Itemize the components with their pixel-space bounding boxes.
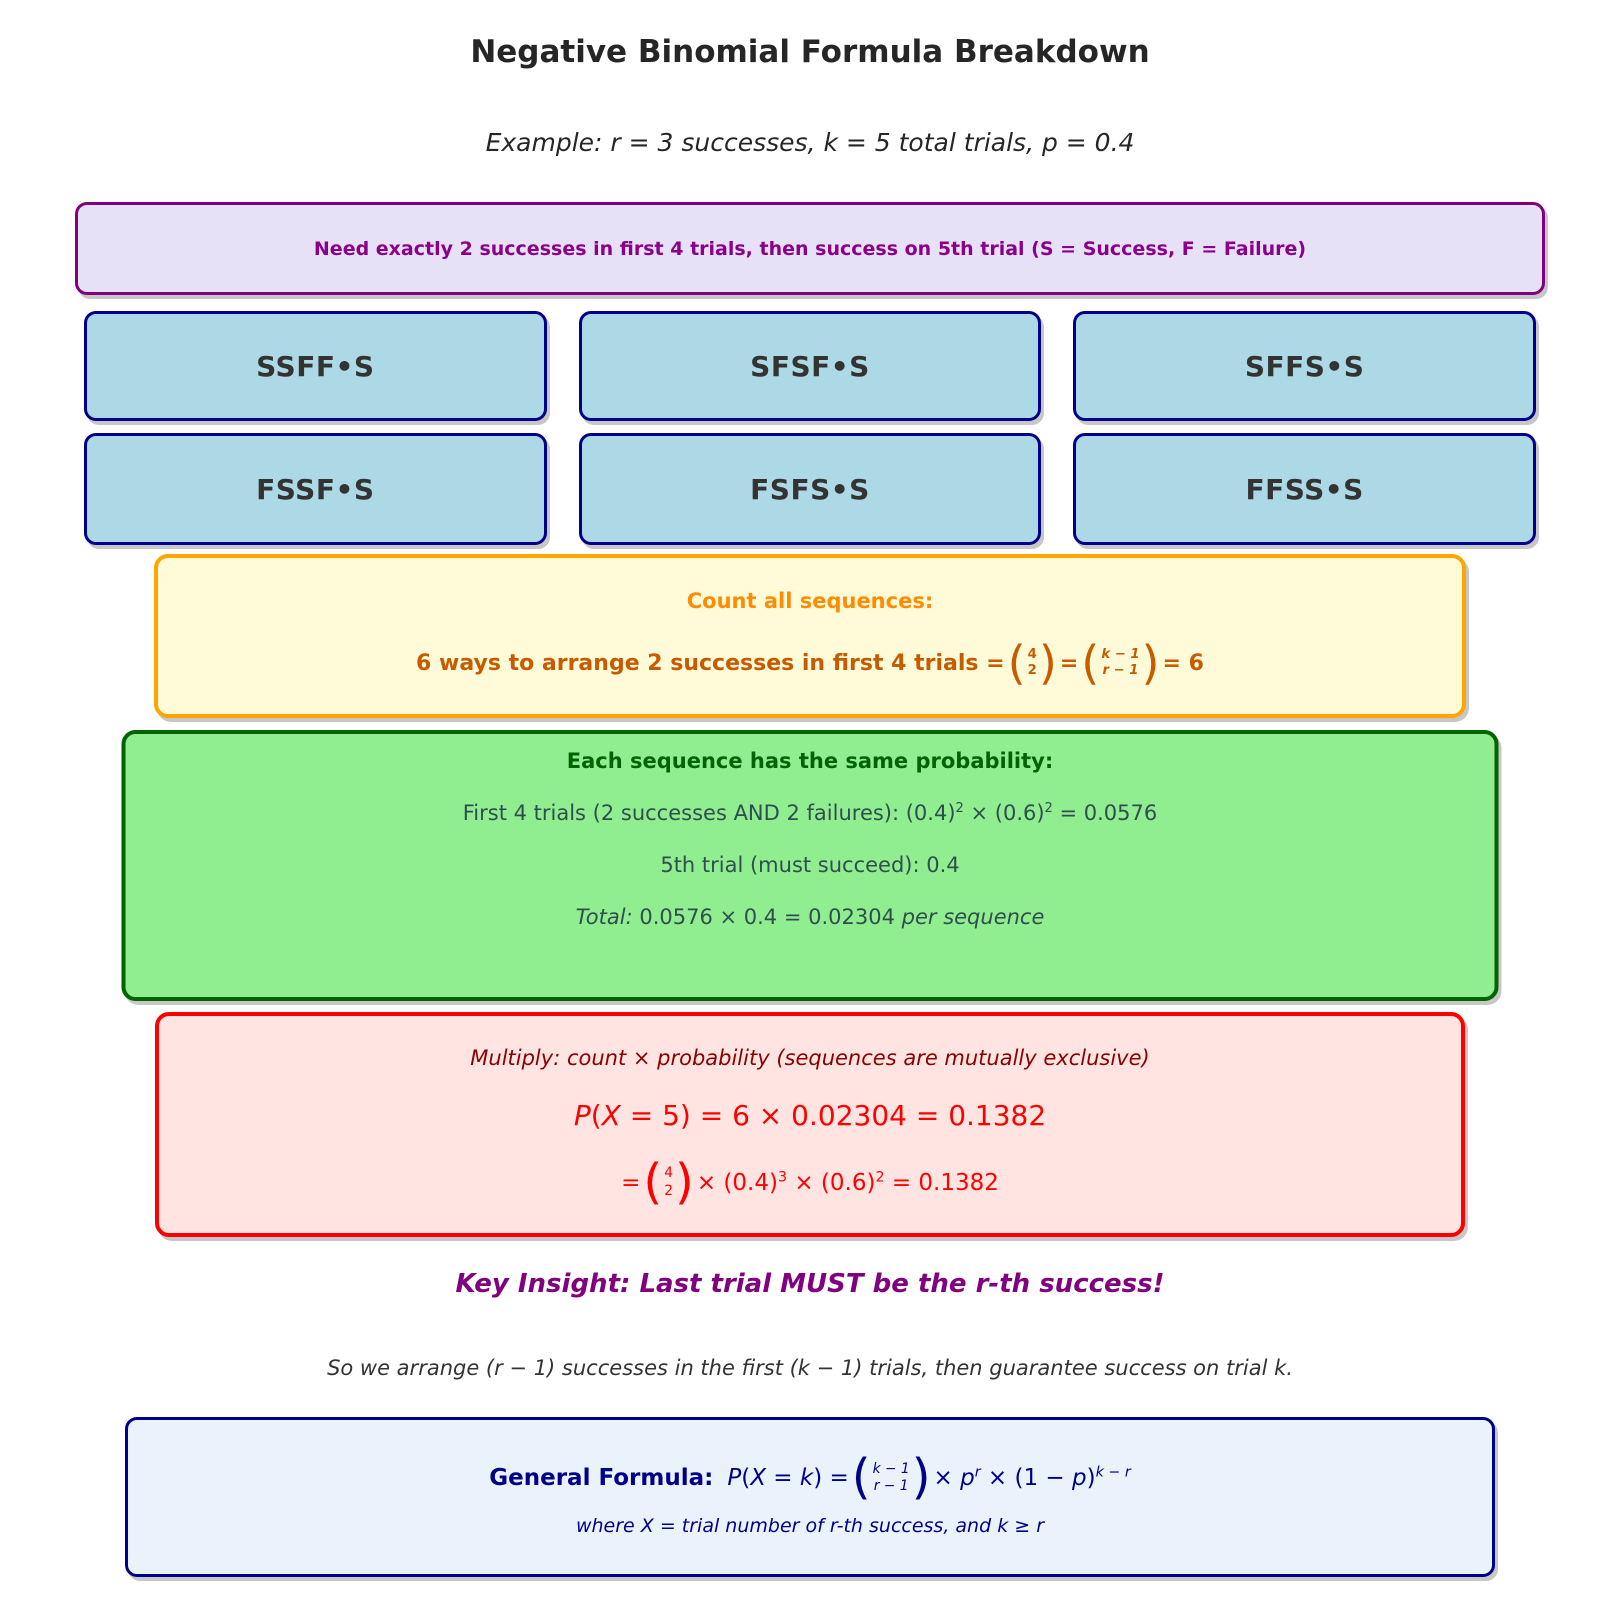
first4-text: × (0.6) — [963, 801, 1045, 825]
binom-top: k − 1 — [872, 1460, 910, 1477]
count-result: = 6 — [1162, 650, 1204, 676]
sequence-box-4: FSSF•S — [84, 433, 547, 545]
binom-top: 4 — [1027, 646, 1037, 662]
multiply-box: Multiply: count × probability (sequences… — [155, 1012, 1465, 1237]
binom-bottom: r − 1 — [873, 1477, 909, 1494]
setup-banner: Need exactly 2 successes in first 4 tria… — [75, 202, 1545, 295]
var-X: X — [601, 1099, 621, 1133]
paren: ( — [590, 1099, 602, 1133]
equation-rest: = 5) = 6 × 0.02304 = 0.1382 — [620, 1099, 1047, 1133]
sequence-label: FSSF•S — [256, 472, 375, 506]
arrange-note: So we arrange (r − 1) successes in the f… — [327, 1356, 1293, 1380]
exponent: r — [974, 1464, 981, 1481]
binom-bottom: 2 — [1027, 663, 1037, 679]
setup-banner-text: Need exactly 2 successes in first 4 tria… — [313, 237, 1307, 260]
exponent: 2 — [955, 801, 964, 816]
count-formula: 6 ways to arrange 2 successes in first 4… — [416, 635, 1204, 690]
binom-bottom: 2 — [664, 1182, 673, 1199]
total-math: 0.0576 × 0.4 = 0.02304 — [632, 905, 902, 929]
multiply-main-equation: P(X = 5) = 6 × 0.02304 = 0.1382 — [574, 1099, 1046, 1132]
general-formula-math: P(X = k) = — [727, 1464, 849, 1491]
count-box: Count all sequences: 6 ways to arrange 2… — [154, 554, 1466, 718]
first4-text: First 4 trials (2 successes AND 2 failur… — [462, 801, 956, 825]
exponent: 2 — [1044, 801, 1053, 816]
probability-header: Each sequence has the same probability: — [566, 749, 1054, 773]
probability-line-5th-trial: 5th trial (must succeed): 0.4 — [660, 853, 960, 877]
sequence-label: FSFS•S — [750, 472, 870, 506]
general-formula-tail: × pr × (1 − p)k − r — [933, 1464, 1131, 1491]
count-equals: = — [1059, 650, 1079, 676]
key-insight: Key Insight: Last trial MUST be the r-th… — [455, 1269, 1165, 1299]
sequence-box-6: FFSS•S — [1073, 433, 1536, 545]
count-formula-text: 6 ways to arrange 2 successes in first 4… — [416, 650, 1005, 676]
exponent: 3 — [777, 1169, 788, 1186]
sequence-label: SFSF•S — [750, 349, 870, 383]
sequence-label: SFFS•S — [1244, 349, 1365, 383]
probability-line-total: Total: 0.0576 × 0.4 = 0.02304 per sequen… — [576, 904, 1045, 930]
exponent: k − r — [1095, 1464, 1131, 1481]
sequence-box-3: SFFS•S — [1073, 311, 1536, 421]
binom-bottom: r − 1 — [1102, 663, 1139, 679]
count-header: Count all sequences: — [686, 588, 934, 613]
sequence-box-5: FSFS•S — [578, 433, 1042, 545]
example-parameters: Example: r = 3 successes, k = 5 total tr… — [485, 128, 1135, 157]
figure-title: Negative Binomial Formula Breakdown — [470, 34, 1150, 70]
equation-segment: × (0.4)3 × (0.6)2 = 0.1382 — [696, 1169, 999, 1196]
probability-box: Each sequence has the same probability: … — [121, 730, 1499, 1001]
binom-top: 4 — [664, 1165, 673, 1182]
equals-sign: = — [621, 1169, 641, 1196]
probability-line-first4: First 4 trials (2 successes AND 2 failur… — [463, 800, 1158, 826]
binom-top: k − 1 — [1101, 646, 1140, 662]
total-label: Total: — [575, 905, 633, 929]
total-suffix: per sequence — [901, 905, 1045, 929]
general-formula-label: General Formula: — [489, 1464, 714, 1491]
sequence-box-1: SSFF•S — [84, 311, 547, 421]
first4-result: = 0.0576 — [1052, 801, 1158, 825]
var-P: P — [573, 1099, 591, 1133]
general-formula-where: where X = trial number of r-th success, … — [575, 1514, 1045, 1537]
sequence-label: SSFF•S — [256, 349, 375, 383]
sequence-box-2: SFSF•S — [578, 311, 1042, 421]
exponent: 2 — [875, 1169, 885, 1186]
sequence-label: FFSS•S — [1245, 472, 1364, 506]
multiply-note: Multiply: count × probability (sequences… — [470, 1045, 1150, 1070]
sequence-grid: SSFF•S SFSF•S SFFS•S FSSF•S FSFS•S FFSS•… — [84, 311, 1536, 545]
